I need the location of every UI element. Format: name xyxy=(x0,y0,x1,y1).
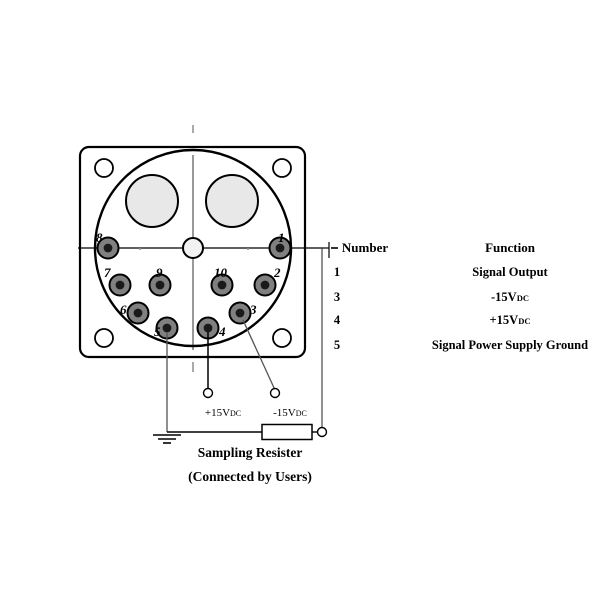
table-header-number: Number xyxy=(341,240,389,255)
mounting-hole-2 xyxy=(272,158,292,178)
pin-2-contact xyxy=(260,280,270,290)
pin-6-contact xyxy=(133,308,143,318)
table-row-1-function: Signal Output xyxy=(472,265,548,279)
guide-hole-2 xyxy=(205,174,259,228)
pin-9-contact xyxy=(155,280,165,290)
axis-dot-2 xyxy=(246,247,250,251)
sampling-resistor-caption-line2: (Connected by Users) xyxy=(188,469,312,484)
rail-label-pos15: +15VDC xyxy=(204,407,242,419)
sampling-resistor-caption-line1: Sampling Resister xyxy=(197,445,303,460)
table-row-2-number: 3 xyxy=(333,290,341,304)
terminal-neg15[interactable] xyxy=(269,387,281,399)
mounting-hole-3 xyxy=(94,328,114,348)
pin-label-2: 2 xyxy=(274,265,281,280)
table-header-function: Function xyxy=(485,240,535,255)
mounting-hole-1 xyxy=(94,158,114,178)
pin-1-contact xyxy=(275,243,285,253)
sampling-resistor-symbol xyxy=(261,423,313,441)
pin-8-contact xyxy=(103,243,113,253)
pin-7-contact xyxy=(115,280,125,290)
table-row-3-number: 4 xyxy=(333,313,341,327)
pin-label-1: 1 xyxy=(278,230,285,245)
terminal-pos15[interactable] xyxy=(202,387,214,399)
pin-label-6: 6 xyxy=(120,302,127,317)
wire-pin3-to-neg15 xyxy=(242,319,276,391)
pin-10-contact xyxy=(217,280,227,290)
guide-hole-1 xyxy=(125,174,179,228)
table-row-3-function: +15VDC xyxy=(489,313,531,327)
table-row-1-number: 1 xyxy=(333,265,341,279)
pin-label-5: 5 xyxy=(154,324,161,339)
pin-label-9: 9 xyxy=(156,265,163,280)
pin-label-8: 8 xyxy=(96,230,103,245)
rail-label-neg15: -15VDC xyxy=(273,407,307,419)
pin-4-contact xyxy=(203,323,213,333)
pin-label-3: 3 xyxy=(250,302,257,317)
mounting-hole-4 xyxy=(272,328,292,348)
pin-label-10: 10 xyxy=(214,265,227,280)
terminal-signal-output[interactable] xyxy=(316,426,328,438)
table-row-4-number: 5 xyxy=(333,338,341,352)
pin-label-4: 4 xyxy=(219,324,226,339)
pin-3-contact xyxy=(235,308,245,318)
axis-dot-1 xyxy=(138,247,142,251)
table-row-2-function: -15VDC xyxy=(491,290,529,304)
pin-label-7: 7 xyxy=(104,265,111,280)
center-keyway-hole xyxy=(182,237,204,259)
pin-5-contact xyxy=(162,323,172,333)
table-row-4-function: Signal Power Supply Ground xyxy=(431,338,589,352)
